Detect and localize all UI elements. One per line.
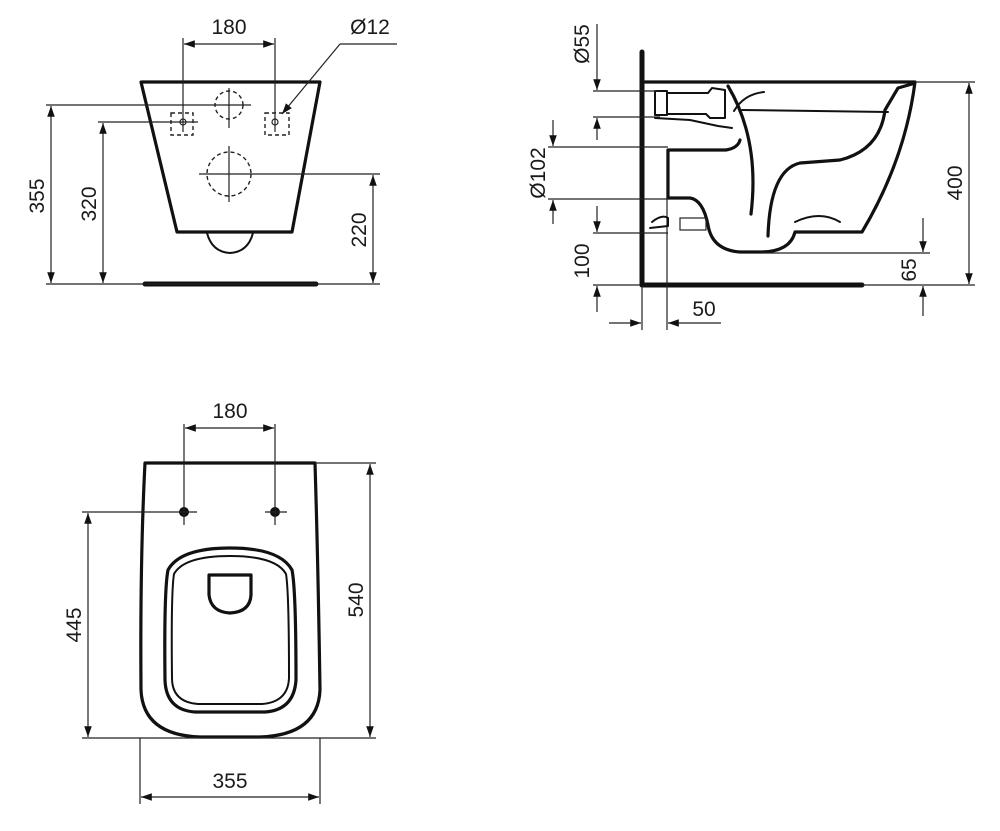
rear-height-label: 355 — [26, 178, 49, 213]
lid-handle-cutout — [207, 573, 253, 615]
top-view: 180 445 540 355 — [63, 400, 376, 804]
top-pan-outline — [139, 461, 322, 739]
bowl-trap — [766, 82, 914, 238]
side-height-label: 400 — [944, 165, 967, 200]
top-width-label: 355 — [212, 770, 247, 793]
rear-hole-diameter-label: Ø12 — [350, 16, 390, 39]
inlet-connector — [654, 90, 668, 116]
right-fixing-box — [264, 112, 290, 136]
seat-outline — [163, 546, 298, 714]
side-inlet-diameter-label: Ø55 — [571, 24, 594, 64]
side-outlet-diameter-label: Ø102 — [527, 147, 550, 198]
side-wall-offset-label: 50 — [692, 298, 715, 321]
top-spacing-label: 180 — [212, 400, 247, 423]
rear-view: 180 Ø12 355 320 220 — [26, 16, 397, 287]
rear-body-outline — [139, 80, 322, 234]
left-fixing-box — [170, 112, 194, 136]
bowl-inner-wall — [726, 84, 755, 216]
side-base-height-label: 65 — [898, 258, 921, 281]
rear-outlet-height-label: 220 — [348, 212, 371, 247]
top-fixing-to-front-label: 445 — [63, 607, 86, 642]
rear-fixing-height-label: 320 — [78, 186, 101, 221]
rear-spacing-label: 180 — [211, 16, 246, 39]
side-outlet-bottom-label: 100 — [571, 243, 594, 278]
bowl-outline — [643, 80, 917, 254]
rear-outlet-lip — [206, 232, 254, 254]
top-length-label: 540 — [345, 582, 368, 617]
seat-inner-outline — [170, 555, 290, 705]
side-view: Ø55 Ø102 100 400 65 50 — [527, 24, 975, 330]
